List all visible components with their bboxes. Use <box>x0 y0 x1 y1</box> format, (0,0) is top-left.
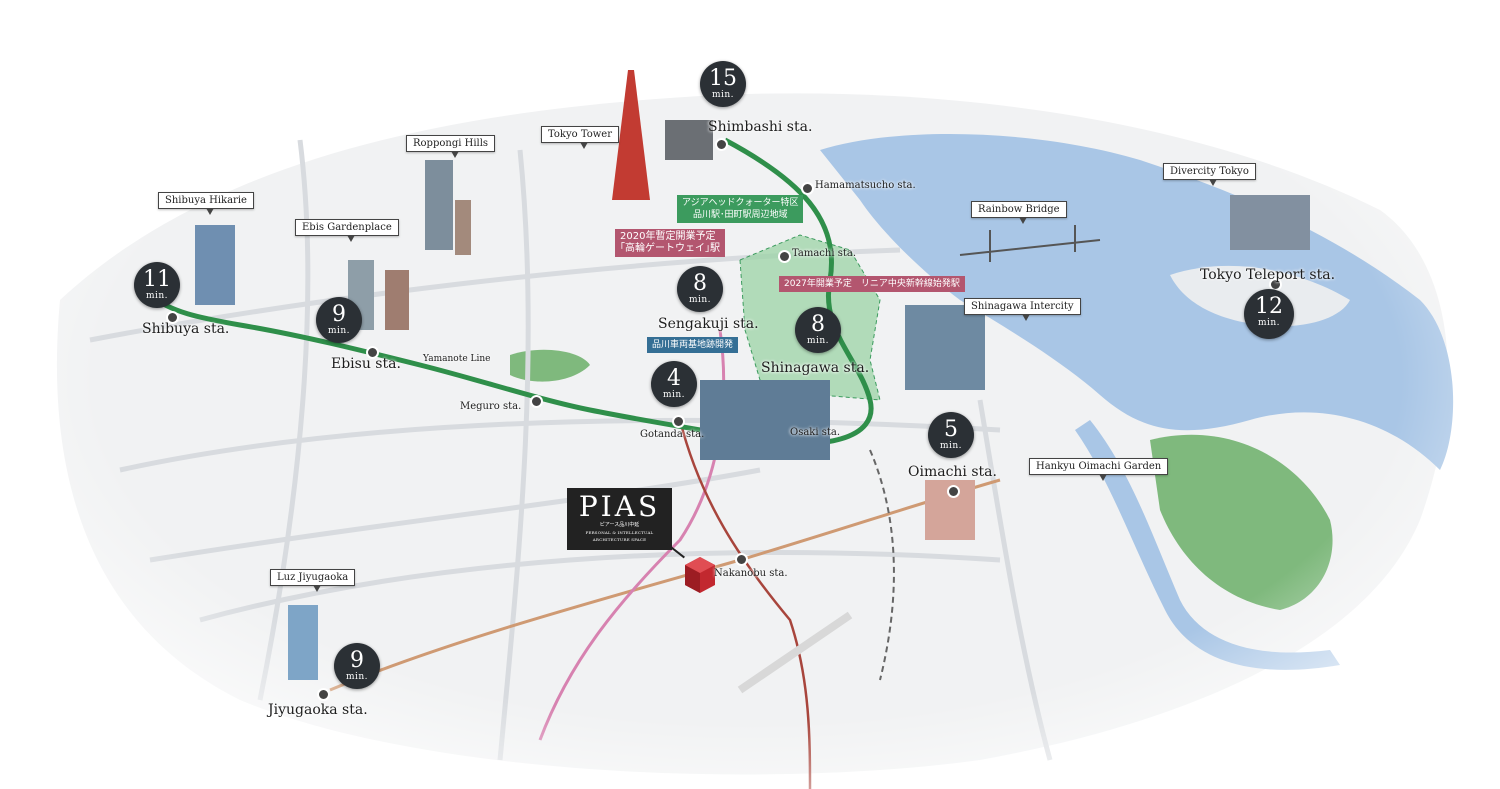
time-unit: min. <box>327 326 351 336</box>
station-dot[interactable] <box>778 250 791 263</box>
time-unit: min. <box>345 672 369 682</box>
time-unit: min. <box>711 90 735 100</box>
time-badge-tokyo-teleport: 12 min. <box>1244 289 1294 339</box>
time-badge-shibuya: 11 min. <box>134 262 180 308</box>
station-dot[interactable] <box>317 688 330 701</box>
tag-asia-hq-line1: アジアヘッドクォーター特区 <box>682 198 799 208</box>
station-label-tamachi[interactable]: Tamachi sta. <box>792 248 857 259</box>
tag-takanawa-gateway: 2020年暫定開業予定 ｢高輪ゲートウェイ｣駅 <box>615 229 725 257</box>
station-label-nakanobu[interactable]: Nakanobu sta. <box>714 568 788 579</box>
pias-building-icon <box>685 557 715 593</box>
tag-depot-redevelopment: 品川車両基地跡開発 <box>647 337 739 353</box>
rainbow-bridge-icon <box>959 225 1101 262</box>
tag-takanawa-line1: 2020年暫定開業予定 <box>620 231 716 242</box>
callout-shinagawa-intercity: Shinagawa Intercity <box>964 298 1081 321</box>
shinkansen-train-icon <box>737 611 853 694</box>
station-label-jiyugaoka[interactable]: Jiyugaoka sta. <box>268 702 368 718</box>
time-badge-jiyugaoka: 9 min. <box>334 643 380 689</box>
time-value: 11 <box>143 267 171 292</box>
station-label-gotanda[interactable]: Gotanda sta. <box>640 429 705 440</box>
station-dot[interactable] <box>672 415 685 428</box>
station-dot[interactable] <box>530 395 543 408</box>
pias-title: PIAS <box>578 490 661 523</box>
time-badge-oimachi: 5 min. <box>928 412 974 458</box>
callout-luz-jiyugaoka: Luz Jiyugaoka <box>270 569 356 592</box>
callout-shibuya-hikarie: Shibuya Hikarie <box>158 192 254 215</box>
time-value: 9 <box>332 302 346 327</box>
callout-hankyu-oimachi-garden: Hankyu Oimachi Garden <box>1029 458 1169 481</box>
pias-subtitle-en: PERSONAL & INTELLECTUAL ARCHITECTURE SPA… <box>585 530 654 542</box>
yamanote-line-label: Yamanote Line <box>423 354 491 364</box>
station-label-meguro[interactable]: Meguro sta. <box>460 401 522 412</box>
time-badge-ebisu: 9 min. <box>316 297 362 343</box>
tag-asia-hq: アジアヘッドクォーター特区 品川駅･田町駅周辺地域 <box>677 195 804 223</box>
time-value: 4 <box>667 366 681 391</box>
station-dot[interactable] <box>735 553 748 566</box>
station-label-oimachi[interactable]: Oimachi sta. <box>908 464 997 480</box>
callout-rainbow-bridge: Rainbow Bridge <box>971 201 1067 224</box>
callout-roppongi-hills: Roppongi Hills <box>406 135 496 158</box>
time-unit: min. <box>1257 318 1281 328</box>
station-label-osaki[interactable]: Osaki sta. <box>790 427 841 438</box>
station-label-ebisu[interactable]: Ebisu sta. <box>331 356 401 372</box>
station-dot[interactable] <box>366 346 379 359</box>
time-badge-gotanda: 4 min. <box>651 361 697 407</box>
station-dot[interactable] <box>947 485 960 498</box>
time-badge-shimbashi: 15 min. <box>700 61 746 107</box>
building-icons <box>195 70 1310 680</box>
station-label-shimbashi[interactable]: Shimbashi sta. <box>708 119 813 135</box>
station-dot[interactable] <box>166 311 179 324</box>
callout-tokyo-tower: Tokyo Tower <box>541 126 619 149</box>
time-value: 15 <box>709 66 737 91</box>
station-dot[interactable] <box>715 138 728 151</box>
tag-takanawa-line2: ｢高輪ゲートウェイ｣駅 <box>620 243 720 254</box>
time-value: 5 <box>944 417 958 442</box>
callout-ebis-gardenplace: Ebis Gardenplace <box>295 219 399 242</box>
time-value: 8 <box>811 312 825 337</box>
pias-subtitle-jp: ピアース品川中延 <box>599 522 640 528</box>
tag-linear-shinkansen: 2027年開業予定 リニア中央新幹線始発駅 <box>779 276 965 292</box>
station-label-sengakuji[interactable]: Sengakuji sta. <box>658 316 759 332</box>
station-dot[interactable] <box>801 182 814 195</box>
time-value: 8 <box>693 271 707 296</box>
time-badge-sengakuji: 8 min. <box>677 266 723 312</box>
time-unit: min. <box>145 291 169 301</box>
station-label-shibuya[interactable]: Shibuya sta. <box>142 321 230 337</box>
time-unit: min. <box>688 295 712 305</box>
station-label-hamamatsucho[interactable]: Hamamatsucho sta. <box>815 180 916 191</box>
time-unit: min. <box>662 390 686 400</box>
station-label-tokyo-teleport[interactable]: Tokyo Teleport sta. <box>1200 267 1336 283</box>
callout-divercity-tokyo: Divercity Tokyo <box>1163 163 1256 186</box>
pias-signboard: PIAS ピアース品川中延 PERSONAL & INTELLECTUAL AR… <box>567 488 672 550</box>
station-label-shinagawa[interactable]: Shinagawa sta. <box>761 360 870 376</box>
time-value: 12 <box>1255 294 1283 319</box>
time-unit: min. <box>806 336 830 346</box>
time-value: 9 <box>350 648 364 673</box>
tag-asia-hq-line2: 品川駅･田町駅周辺地域 <box>692 210 788 220</box>
time-unit: min. <box>939 441 963 451</box>
time-badge-shinagawa: 8 min. <box>795 307 841 353</box>
